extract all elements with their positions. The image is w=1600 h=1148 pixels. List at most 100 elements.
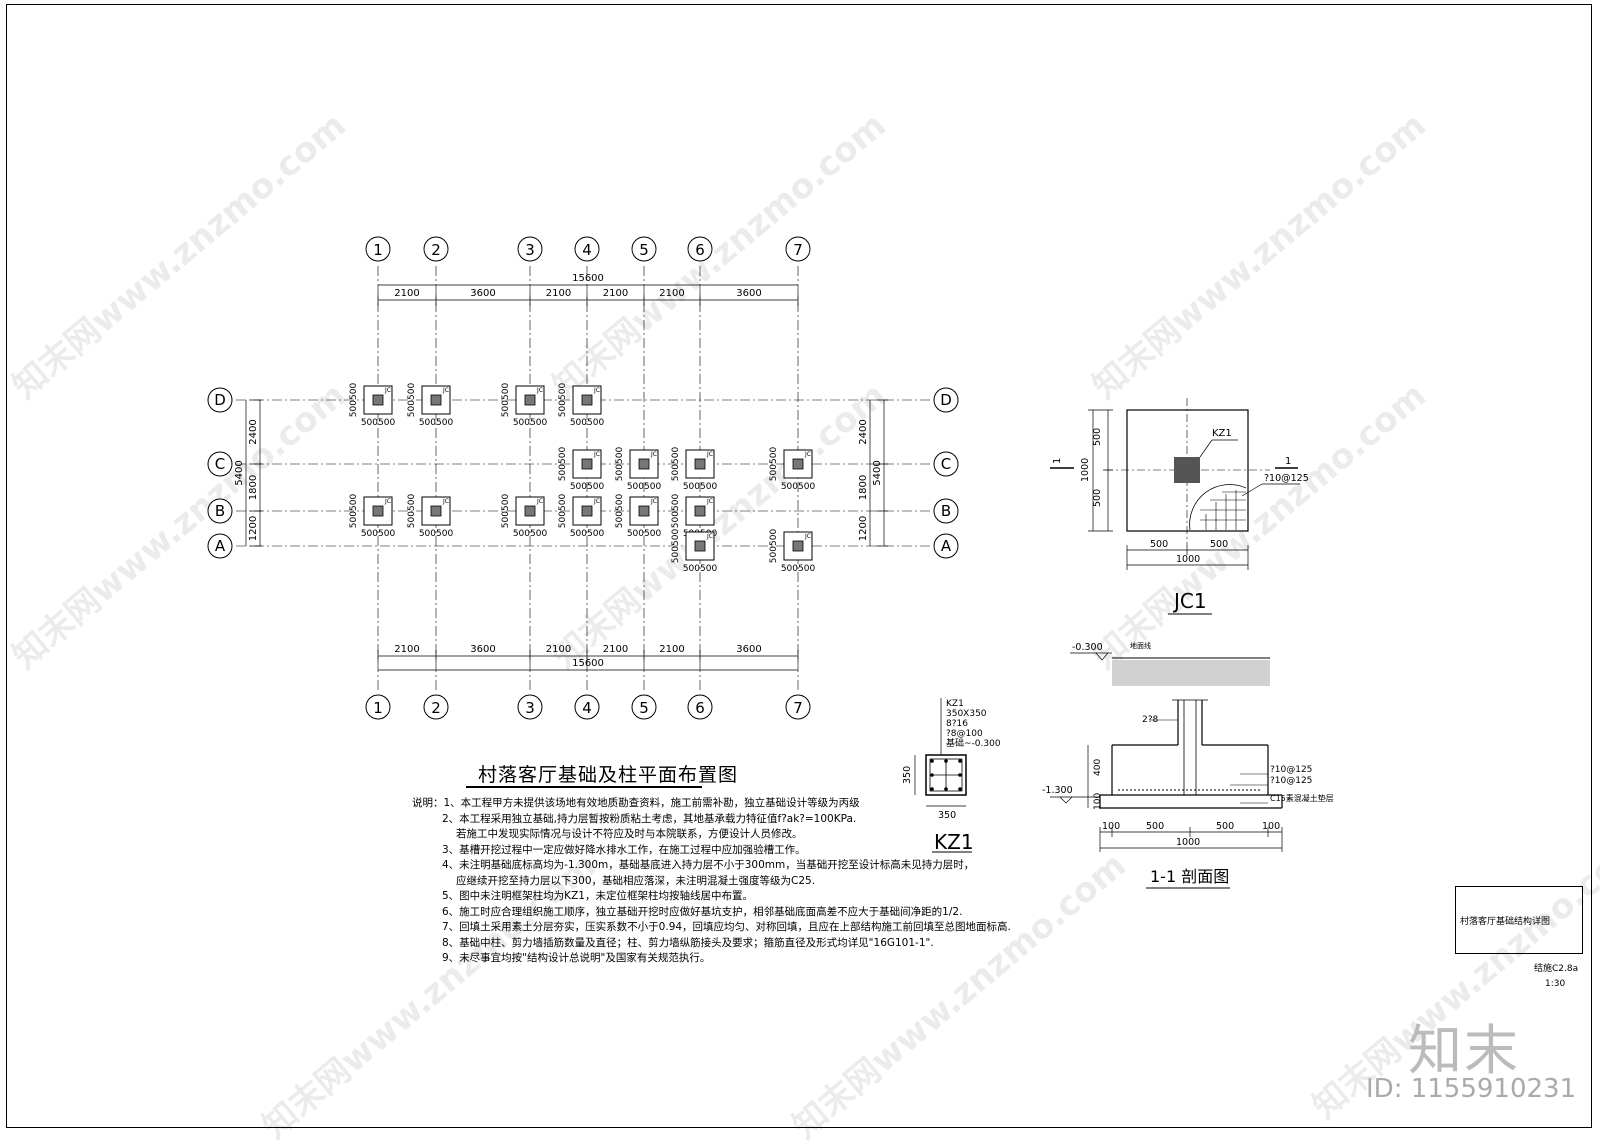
- footing-dim: 500500: [501, 494, 511, 529]
- rebar-label: ?10@125: [1270, 765, 1312, 775]
- footing-label: JC: [384, 387, 391, 394]
- axis-label: D: [214, 391, 226, 409]
- axis-bubble: [207, 451, 233, 477]
- axis-bubble: [785, 694, 811, 720]
- column-kz: [792, 458, 804, 470]
- title-block-name: 村落客厅基础结构详图: [1460, 917, 1551, 927]
- kz1-spec: KZ1: [946, 699, 964, 709]
- dim-span: 2400: [858, 419, 869, 444]
- axis-bubble: [517, 694, 543, 720]
- footing-dim: 500500: [419, 529, 454, 539]
- kz1-spec: 350X350: [946, 709, 987, 719]
- axis-label: 1: [373, 241, 383, 259]
- dim-span: 1800: [858, 475, 869, 500]
- axis-bubble: [207, 387, 233, 413]
- sheet-number: 结施C2.8a: [1534, 964, 1579, 974]
- column-kz: [694, 540, 706, 552]
- dim-span: 3600: [470, 644, 495, 655]
- column-kz: [372, 394, 384, 406]
- footing-label: JC: [593, 498, 600, 505]
- jc1-column-label: KZ1: [1212, 428, 1232, 439]
- cushion-label: C15素混凝土垫层: [1270, 793, 1334, 803]
- note-item: 1、本工程甲方未提供该场地有效地质勘查资料，施工前需补勘，独立基础设计等级为丙级: [443, 797, 860, 809]
- axis-label: 4: [582, 241, 592, 259]
- axis-label: D: [940, 391, 952, 409]
- axis-bubble: [365, 236, 391, 262]
- axis-bubble: [423, 236, 449, 262]
- kz1-detail: [914, 698, 972, 853]
- dim-span: 2100: [394, 288, 419, 299]
- footing-dim: 500500: [558, 383, 568, 418]
- footing-dim: 500500: [558, 494, 568, 529]
- axis-bubble: [517, 236, 543, 262]
- dim-span: 3600: [470, 288, 495, 299]
- axis-bubble: [785, 236, 811, 262]
- image-id: ID: 1155910231: [1366, 1074, 1577, 1104]
- kz1-spec: ?8@100: [946, 729, 983, 739]
- section-detail: [1050, 652, 1283, 889]
- footing-dim: 500500: [513, 529, 548, 539]
- note-item: 9、未尽事宜均按"结构设计总说明"及国家有关规范执行。: [442, 952, 711, 964]
- jc1-dim: 500: [1092, 489, 1103, 507]
- column-kz: [372, 505, 384, 517]
- footing-label: JC: [650, 451, 657, 458]
- footing-dim: 500500: [671, 447, 681, 482]
- ground-line-label: 地面线: [1130, 641, 1151, 650]
- axis-label: C: [941, 455, 951, 473]
- footing-dim: 500500: [683, 482, 718, 492]
- footing-dim: 500500: [570, 529, 605, 539]
- section-title: 1-1 剖面图: [1150, 867, 1229, 886]
- footing-dim: 500500: [407, 383, 417, 418]
- axis-bubble: [207, 498, 233, 524]
- footing-dim: 500500: [615, 494, 625, 529]
- column-kz: [638, 505, 650, 517]
- jc1-rebar-grid: [1200, 490, 1246, 530]
- axis-label: B: [941, 502, 951, 520]
- drawing-frame: [6, 4, 1592, 1128]
- footing-jc: [629, 449, 659, 479]
- column-kz: [430, 505, 442, 517]
- jc1-column: [1174, 457, 1200, 483]
- dim-span: 1800: [248, 475, 259, 500]
- dim-span: 2100: [659, 288, 684, 299]
- kz1-dim: 350: [902, 766, 913, 784]
- footing-jc: [421, 496, 451, 526]
- kz1-bars: [930, 759, 962, 791]
- axis-bubble: [933, 533, 959, 559]
- note-item: 6、施工时应合理组织施工顺序，独立基础开挖时应做好基坑支护，相邻基础底面高差不应…: [442, 905, 963, 918]
- plan-title-underline: [466, 786, 702, 788]
- axis-label: 4: [582, 699, 592, 717]
- axis-bubble: [423, 694, 449, 720]
- footing-label: JC: [536, 387, 543, 394]
- axis-label: 2: [431, 699, 441, 717]
- notes-label: 说明：: [412, 797, 444, 809]
- ground-hatch: [1112, 660, 1270, 686]
- dim-span: 3600: [736, 288, 761, 299]
- footing-label: JC: [593, 451, 600, 458]
- section-dim-total: 1000: [1176, 837, 1200, 848]
- axis-bubble: [207, 533, 233, 559]
- kz1-spec: 基础~-0.300: [946, 737, 1001, 749]
- dim-span: 2100: [603, 644, 628, 655]
- kz1-dim: 350: [938, 810, 956, 821]
- axis-label: A: [941, 537, 952, 555]
- axis-bubble: [687, 694, 713, 720]
- axis-bubble: [574, 694, 600, 720]
- axis-label: 5: [639, 241, 649, 259]
- footing-dim: 500500: [781, 482, 816, 492]
- dim-total: 15600: [572, 273, 604, 284]
- column-kz: [638, 458, 650, 470]
- footing-dim: 500500: [769, 447, 779, 482]
- column-kz: [792, 540, 804, 552]
- section-mark: 1: [1285, 456, 1291, 467]
- dim-total: 5400: [872, 460, 883, 485]
- footing-dim: 500500: [349, 494, 359, 529]
- section-dim: 100: [1102, 821, 1120, 832]
- dim-span: 1200: [248, 516, 259, 541]
- jc1-rebar-label: ?10@125: [1264, 473, 1309, 484]
- dim-total: 5400: [234, 460, 245, 485]
- elevation-label: -0.300: [1072, 642, 1103, 653]
- axis-label: 6: [695, 241, 705, 259]
